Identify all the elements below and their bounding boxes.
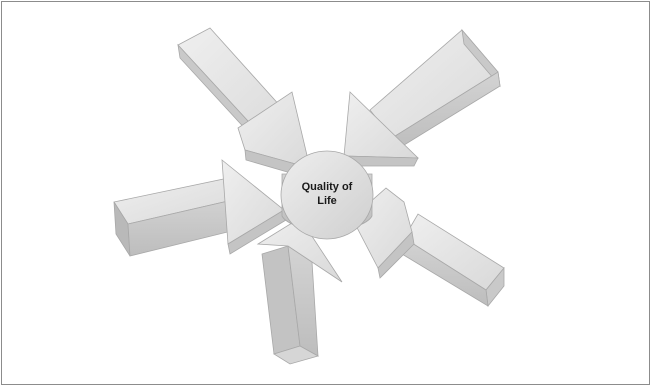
arrow-top-right [344,30,500,166]
hub-label-line2: Life [317,195,337,207]
arrow-left [114,160,286,256]
arrow-bottom-right [352,188,504,306]
hub-label-line1: Quality of [302,181,353,193]
arrow-bottom [258,218,342,364]
hub-cylinder: Quality of Life [281,151,373,239]
arrow-top-left [178,28,310,178]
